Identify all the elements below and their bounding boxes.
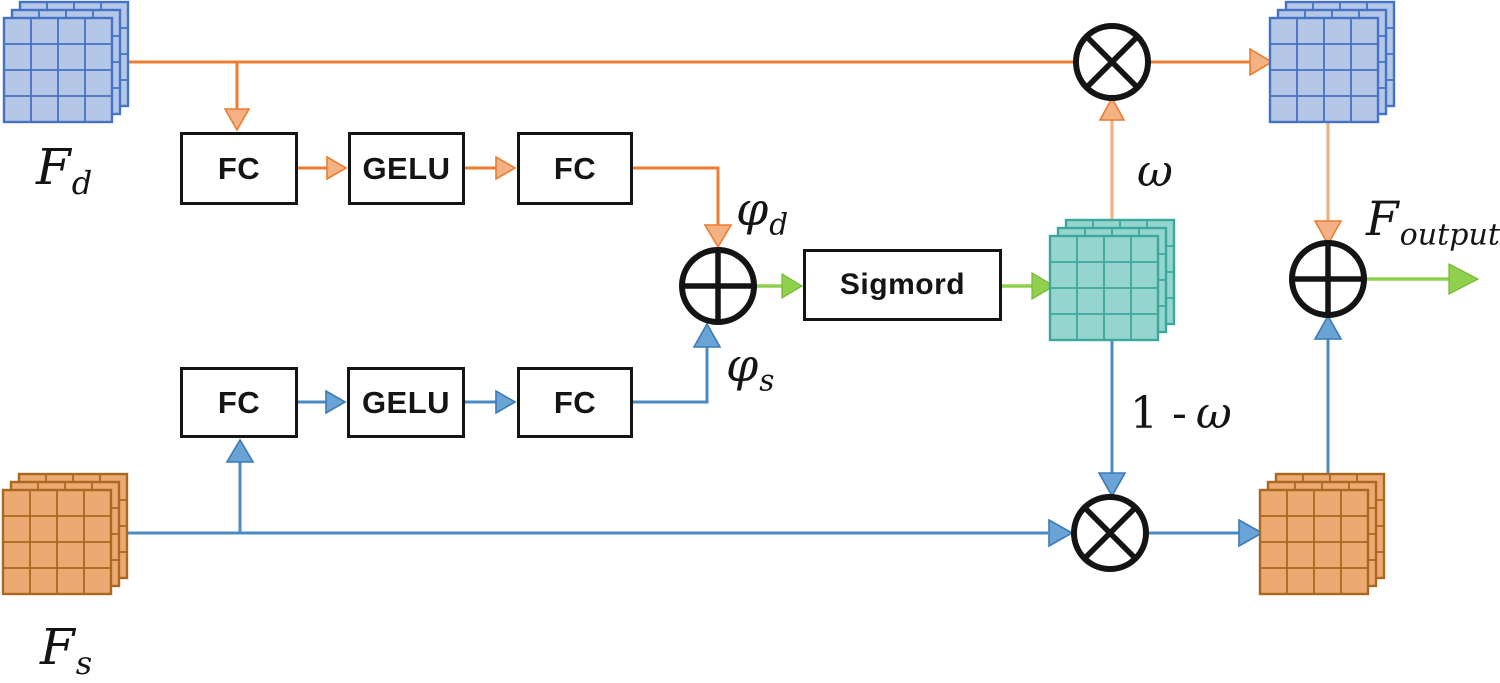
fc-box-top-2: FC — [517, 132, 633, 205]
label-one-minus-omega-prefix: 1 - — [1130, 388, 1187, 439]
label-f-s-sub: s — [75, 644, 93, 683]
feature-map-fd — [4, 2, 128, 122]
sigmoid-to-weight-map-arrow — [1002, 271, 1056, 301]
gelu-box-bottom: GELU — [347, 367, 465, 438]
gelu-box-bottom-label: GELU — [361, 384, 451, 420]
gelu-box-top-label: GELU — [362, 150, 451, 186]
fc-box-bottom-2-label: FC — [553, 384, 597, 420]
label-f-output-base: F — [1366, 192, 1399, 247]
sigmoid-box: Sigmord — [803, 249, 1002, 321]
label-one-minus-omega-symbol: ω — [1195, 388, 1232, 439]
omega-weight-arrow — [1098, 96, 1126, 222]
multiply-top-to-output-map-arrow — [1148, 47, 1274, 77]
final-output-arrow — [1362, 263, 1480, 295]
label-omega: ω — [1137, 150, 1173, 194]
label-phi-d-sub: d — [769, 207, 789, 242]
fc2-bottom-to-add-arrow — [633, 322, 722, 404]
fc1-to-gelu-bottom-arrow — [298, 389, 347, 415]
fc-box-top-1: FC — [180, 132, 298, 205]
label-one-minus-omega: 1 -ω — [1130, 392, 1232, 436]
add-center-operator — [679, 247, 757, 325]
blue-map-to-add-right-arrow — [1313, 122, 1343, 246]
label-phi-s: φs — [726, 338, 774, 395]
gelu-to-fc2-top-arrow — [465, 155, 517, 181]
add-to-sigmoid-arrow — [752, 272, 804, 300]
label-phi-d: φd — [736, 182, 788, 239]
fc-box-bottom-2: FC — [517, 367, 633, 438]
label-f-s: Fs — [40, 618, 92, 679]
label-phi-s-base: φ — [726, 338, 759, 392]
add-right-operator — [1289, 240, 1367, 318]
label-f-output-sub: output — [1399, 217, 1500, 253]
fc-box-top-1-label: FC — [217, 150, 261, 186]
fs-branch-to-fc-line — [225, 438, 255, 533]
fd-branch-to-fc-line — [223, 62, 251, 132]
fc-box-top-2-label: FC — [553, 150, 597, 186]
fs-bottom-feature-line — [110, 518, 1074, 548]
fc-box-bottom-1-label: FC — [217, 384, 261, 420]
one-minus-omega-weight-arrow — [1097, 336, 1127, 498]
multiply-bottom-to-output-map-arrow — [1146, 518, 1264, 548]
label-f-s-base: F — [40, 618, 75, 676]
sigmoid-box-label: Sigmord — [839, 268, 966, 301]
weighted-map-blue — [1270, 2, 1394, 122]
multiply-top-operator — [1073, 23, 1151, 101]
fc2-top-to-add-arrow — [633, 166, 733, 249]
gelu-box-top: GELU — [348, 132, 465, 205]
fc-box-bottom-1: FC — [180, 367, 298, 438]
weighted-map-orange — [1260, 474, 1384, 594]
label-omega-symbol: ω — [1137, 146, 1173, 197]
label-f-d-base: F — [36, 138, 71, 196]
label-f-d-sub: d — [71, 164, 93, 203]
fc1-to-gelu-top-arrow — [298, 155, 348, 181]
feature-map-fs — [3, 474, 127, 594]
multiply-bottom-operator — [1071, 494, 1149, 572]
weight-map-omega — [1050, 220, 1174, 340]
label-f-output: Foutput — [1366, 192, 1500, 250]
label-phi-s-sub: s — [759, 363, 775, 398]
gelu-to-fc2-bottom-arrow — [465, 389, 517, 415]
orange-map-to-add-right-arrow — [1313, 314, 1343, 478]
label-phi-d-base: φ — [736, 182, 769, 236]
label-f-d: Fd — [36, 138, 92, 199]
